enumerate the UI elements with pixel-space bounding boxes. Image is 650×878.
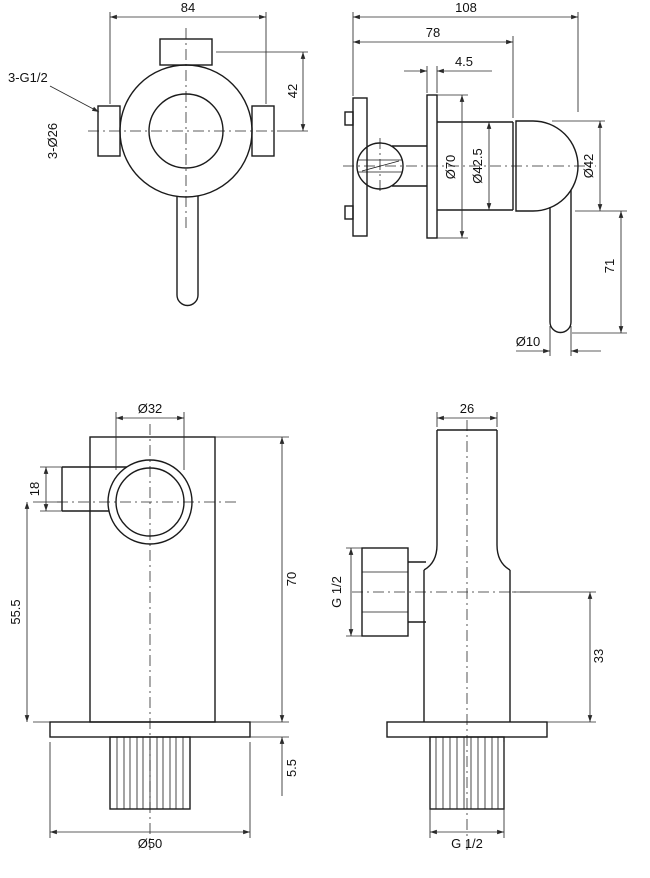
valve-hub-circle: [148, 93, 224, 169]
dim-flange-dia-label: Ø70: [443, 155, 458, 180]
centerlines: [57, 424, 240, 850]
handle-lever: [176, 196, 199, 307]
wall-plate: [352, 97, 368, 237]
plate-lug-bottom: [344, 205, 354, 220]
dim-base-thread: G 1/2: [429, 742, 505, 851]
dim-body-dia-label: Ø42.5: [470, 148, 485, 183]
centerlines: [352, 420, 530, 850]
dim-base-plate-thickness-label: 5.5: [284, 759, 299, 777]
thread-ports-label: 3-G1/2: [8, 70, 48, 85]
dim-lever-length: 71: [572, 211, 627, 334]
dim-overall-depth-label: 108: [455, 0, 477, 15]
holder-ring-outer: [107, 459, 193, 545]
ext-lines: [216, 51, 308, 132]
thread-lines: [116, 737, 184, 809]
right-port: [251, 105, 275, 157]
holder-body: [89, 436, 216, 723]
leader-line: [49, 85, 100, 113]
dim-outlet-to-base-label: 33: [591, 649, 606, 663]
ext-lines: [512, 591, 596, 723]
valve-front-view: 84 42 3-G1/2 3-Ø26: [8, 0, 308, 307]
dim-side-thread: G 1/2: [329, 547, 362, 637]
body-transition: [423, 544, 511, 571]
holder-side-view: 26 G 1/2 33 G 1/2: [329, 401, 606, 851]
dim-flange-dia: Ø70: [437, 94, 468, 239]
dim-side-thread-label: G 1/2: [329, 576, 344, 608]
dim-body-depth: 78: [353, 25, 514, 118]
outlet-neck: [408, 561, 426, 623]
left-port: [97, 105, 121, 157]
screw-slot: [358, 159, 402, 173]
dim-body-depth-label: 78: [426, 25, 440, 40]
port-bore-label: 3-Ø26: [45, 123, 60, 159]
dim-outlet-to-base: 33: [512, 591, 606, 723]
holder-ring-inner: [115, 467, 185, 537]
dim-knob-dia: Ø42: [552, 120, 627, 212]
dim-knob-dia-label: Ø42: [581, 154, 596, 179]
dim-axis-to-base: 55.5: [8, 501, 62, 723]
outlet-nut: [361, 547, 409, 637]
wall-arm: [61, 466, 127, 512]
dim-lever-length-label: 71: [602, 259, 617, 273]
dim-lever-dia: Ø10: [516, 326, 601, 356]
dim-ring-dia-label: Ø32: [138, 401, 163, 416]
dim-base-dia: Ø50: [49, 742, 251, 851]
ext-lines: [549, 326, 572, 356]
dim-valve-width: 84: [109, 0, 267, 104]
ext-lines: [33, 501, 62, 723]
ext-lines: [429, 742, 505, 838]
inlet-screw-circle: [356, 142, 404, 190]
lower-body: [423, 570, 511, 722]
ext-lines: [49, 742, 251, 838]
handle-knob: [515, 120, 579, 212]
ext-lines: [426, 66, 438, 93]
dim-port-offset: 42: [216, 51, 308, 132]
dim-axis-to-base-label: 55.5: [8, 599, 23, 624]
ext-lines: [352, 12, 579, 112]
ext-lines: [552, 120, 627, 212]
ext-lines: [346, 547, 362, 637]
ext-lines: [115, 412, 185, 470]
ext-lines: [215, 436, 289, 723]
body-cylinder: [437, 121, 514, 211]
dim-body-dia: Ø42.5: [470, 121, 492, 210]
dim-overall-height: 70: [215, 436, 299, 723]
dim-overall-height-label: 70: [284, 572, 299, 586]
dim-overall-depth: 108: [352, 0, 579, 112]
dim-plate-thickness: 4.5: [404, 54, 492, 93]
flange-plate: [426, 94, 438, 239]
holder-front-view: Ø32 18 55.5 70 5.5 Ø50: [8, 401, 299, 851]
plate-lug-top: [344, 111, 354, 126]
dim-arm-bore-label: 18: [27, 482, 42, 496]
centerlines: [88, 28, 284, 232]
lever-rod: [549, 190, 572, 334]
dim-plate-thickness-label: 4.5: [455, 54, 473, 69]
dim-base-dia-label: Ø50: [138, 836, 163, 851]
dim-ring-dia: Ø32: [115, 401, 185, 470]
dim-lever-dia-label: Ø10: [516, 334, 541, 349]
label-thread-ports: 3-G1/2: [8, 70, 100, 113]
ext-lines: [40, 466, 62, 512]
ext-lines: [109, 12, 267, 104]
dim-arm-bore: 18: [27, 466, 62, 512]
top-tube: [436, 429, 498, 545]
dim-port-offset-label: 42: [285, 84, 300, 98]
dim-top-width: 26: [436, 401, 498, 427]
neck-lines: [392, 145, 427, 187]
thread-lines: [435, 737, 499, 809]
top-port: [159, 38, 213, 66]
dim-base-thread-label: G 1/2: [451, 836, 483, 851]
dim-base-plate-thickness: 5.5: [250, 736, 299, 796]
dim-valve-width-label: 84: [181, 0, 195, 15]
valve-side-view: 108 78 4.5 Ø70 Ø42.5 Ø42: [343, 0, 627, 356]
dim-top-width-label: 26: [460, 401, 474, 416]
nut-chamfer-lines: [362, 571, 408, 613]
